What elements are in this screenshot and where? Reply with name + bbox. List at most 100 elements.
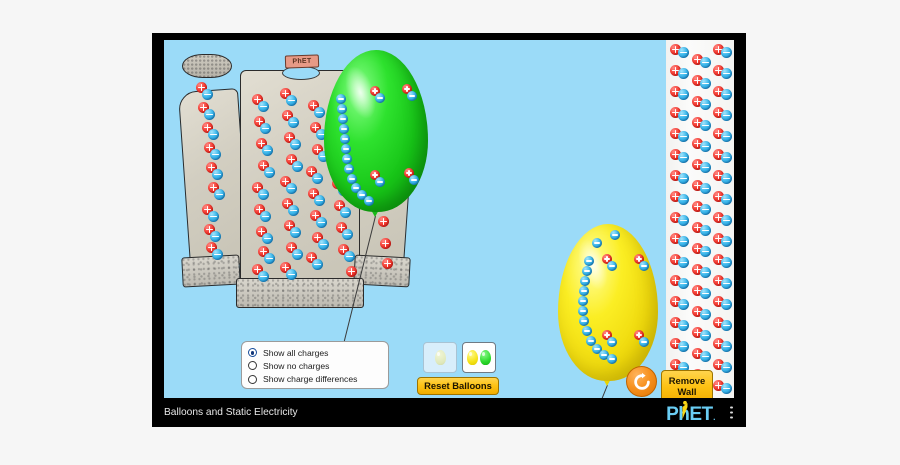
- minus-bar: [641, 265, 647, 267]
- negative-charge: [721, 68, 732, 79]
- plus-bar: [696, 181, 699, 189]
- plus-bar: [284, 177, 287, 185]
- green-balloon[interactable]: [324, 50, 436, 382]
- positive-charge: [280, 176, 291, 187]
- positive-charge: [713, 296, 724, 307]
- positive-charge: [282, 198, 293, 209]
- negative-charge: [292, 161, 303, 172]
- minus-bar: [344, 158, 350, 160]
- plus-bar: [350, 267, 353, 275]
- plus-bar: [310, 167, 313, 175]
- plus-bar: [674, 66, 677, 74]
- negative-charge: [578, 296, 588, 306]
- minus-bar: [702, 292, 709, 295]
- one-balloon-button[interactable]: [423, 342, 457, 373]
- plus-bar: [717, 192, 720, 200]
- negative-charge: [286, 95, 297, 106]
- minus-bar: [680, 93, 687, 96]
- plus-bar: [202, 103, 205, 111]
- positive-charge: [670, 65, 681, 76]
- negative-charge: [260, 123, 271, 134]
- negative-charge: [578, 306, 588, 316]
- remove-wall-line-2: Wall: [677, 386, 697, 397]
- negative-charge: [721, 257, 732, 268]
- minus-bar: [723, 177, 730, 180]
- plus-bar: [260, 139, 263, 147]
- kebab-menu-icon[interactable]: [730, 406, 733, 419]
- plus-bar: [374, 171, 376, 179]
- minus-bar: [260, 193, 267, 196]
- plus-bar: [210, 163, 213, 171]
- minus-bar: [723, 345, 730, 348]
- positive-charge: [713, 380, 724, 391]
- simulation-play-area[interactable]: PhET Show all charges: [164, 40, 734, 398]
- negative-charge: [582, 326, 592, 336]
- plus-bar: [316, 145, 319, 153]
- positive-charge: [713, 170, 724, 181]
- negative-charge: [258, 271, 269, 282]
- positive-charge: [713, 212, 724, 223]
- plus-bar: [696, 349, 699, 357]
- plus-bar: [288, 221, 291, 229]
- two-balloons-button[interactable]: [462, 342, 496, 373]
- negative-charge: [678, 47, 689, 58]
- plus-bar: [696, 160, 699, 168]
- radio-show-charge-differences[interactable]: Show charge differences: [248, 373, 382, 386]
- positive-charge: [308, 100, 319, 111]
- phet-logo[interactable]: Ph ET .: [666, 401, 716, 424]
- plus-bar: [674, 360, 677, 368]
- minus-bar: [346, 168, 352, 170]
- positive-charge: [312, 232, 323, 243]
- positive-charge: [346, 266, 357, 277]
- minus-bar: [411, 179, 417, 181]
- negative-charge: [264, 253, 275, 264]
- negative-charge: [721, 173, 732, 184]
- positive-charge: [286, 242, 297, 253]
- minus-bar: [702, 187, 709, 190]
- wall[interactable]: [666, 40, 734, 398]
- plus-bar: [717, 255, 720, 263]
- reset-balloons-button[interactable]: Reset Balloons: [417, 377, 499, 395]
- yellow-balloon[interactable]: [558, 224, 666, 398]
- reset-all-button[interactable]: [626, 366, 657, 397]
- minus-bar: [409, 95, 415, 97]
- negative-charge: [580, 276, 590, 286]
- negative-charge: [678, 341, 689, 352]
- radio-show-no-charges[interactable]: Show no charges: [248, 359, 382, 372]
- positive-charge: [692, 285, 703, 296]
- minus-bar: [680, 240, 687, 243]
- plus-bar: [717, 276, 720, 284]
- minus-bar: [341, 128, 347, 130]
- minus-bar: [702, 166, 709, 169]
- negative-charge: [610, 230, 620, 240]
- positive-charge: [208, 182, 219, 193]
- positive-charge: [670, 212, 681, 223]
- positive-charge: [254, 204, 265, 215]
- negative-charge: [312, 173, 323, 184]
- positive-charge: [713, 149, 724, 160]
- negative-charge: [700, 330, 711, 341]
- positive-charge: [713, 65, 724, 76]
- positive-charge: [256, 138, 267, 149]
- minus-bar: [723, 324, 730, 327]
- negative-charge: [292, 249, 303, 260]
- minus-bar: [723, 366, 730, 369]
- minus-bar: [723, 303, 730, 306]
- negative-charge: [312, 259, 323, 270]
- negative-charge: [338, 114, 348, 124]
- positive-charge: [334, 200, 345, 211]
- positive-charge: [370, 170, 380, 180]
- negative-charge: [262, 233, 273, 244]
- radio-label: Show no charges: [263, 360, 330, 371]
- negative-charge: [288, 205, 299, 216]
- positive-charge: [204, 224, 215, 235]
- negative-charge: [700, 309, 711, 320]
- balloon-count-toggle: [423, 342, 496, 373]
- positive-charge: [254, 116, 265, 127]
- remove-wall-button[interactable]: Remove Wall: [661, 370, 713, 398]
- radio-show-all-charges[interactable]: Show all charges: [248, 346, 382, 359]
- minus-bar: [723, 93, 730, 96]
- minus-bar: [206, 113, 213, 116]
- minus-bar: [212, 153, 219, 156]
